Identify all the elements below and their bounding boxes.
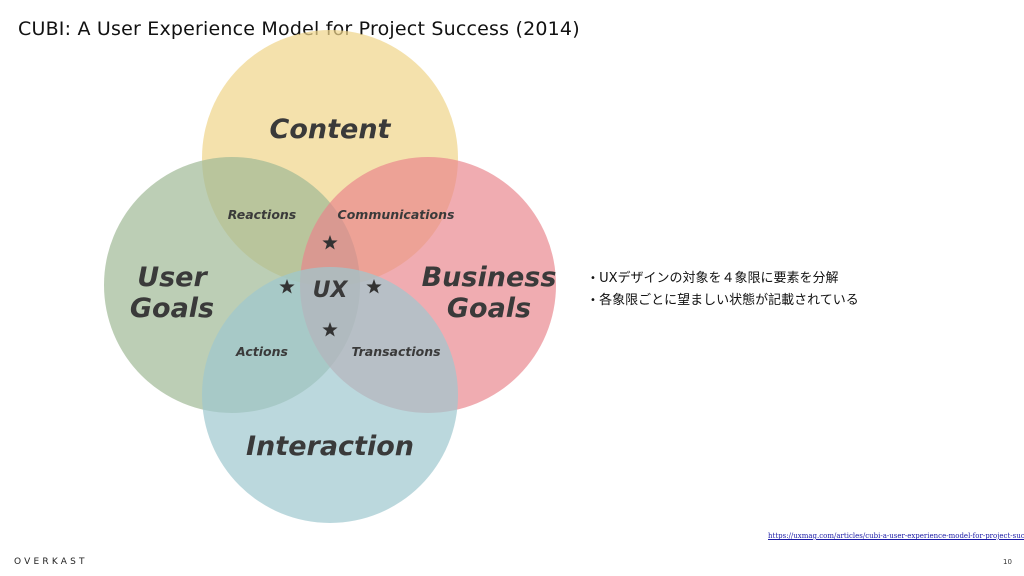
- brand-logo-text: OVERKAST: [14, 557, 88, 567]
- label-transactions: Transactions: [351, 344, 440, 359]
- venn-circles: [104, 30, 556, 523]
- label-business-goals-line1: Business: [422, 262, 557, 293]
- bullet-item: UXデザインの対象を４象限に要素を分解: [590, 268, 859, 290]
- star-top-icon: [322, 235, 338, 250]
- star-right-icon: [366, 279, 382, 294]
- label-reactions: Reactions: [228, 207, 297, 222]
- label-business-goals-line2: Goals: [447, 293, 531, 324]
- label-user-goals-line2: Goals: [130, 293, 214, 324]
- label-actions: Actions: [235, 344, 288, 359]
- circle-interaction: [202, 267, 458, 523]
- slide-title: CUBI: A User Experience Model for Projec…: [18, 18, 580, 40]
- star-bottom-icon: [322, 322, 338, 337]
- label-communications: Communications: [338, 207, 455, 222]
- label-interaction: Interaction: [246, 431, 414, 462]
- label-content: Content: [270, 114, 392, 145]
- bullet-item: 各象限ごとに望ましい状態が記載されている: [590, 290, 859, 312]
- star-left-icon: [279, 279, 295, 294]
- bullet-list: UXデザインの対象を４象限に要素を分解 各象限ごとに望ましい状態が記載されている: [590, 268, 859, 312]
- source-link[interactable]: https://uxmag.com/articles/cubi-a-user-e…: [768, 532, 1024, 540]
- label-user-goals-line1: User: [137, 262, 208, 293]
- label-ux-center: UX: [313, 278, 349, 303]
- page-number: 10: [1003, 558, 1012, 566]
